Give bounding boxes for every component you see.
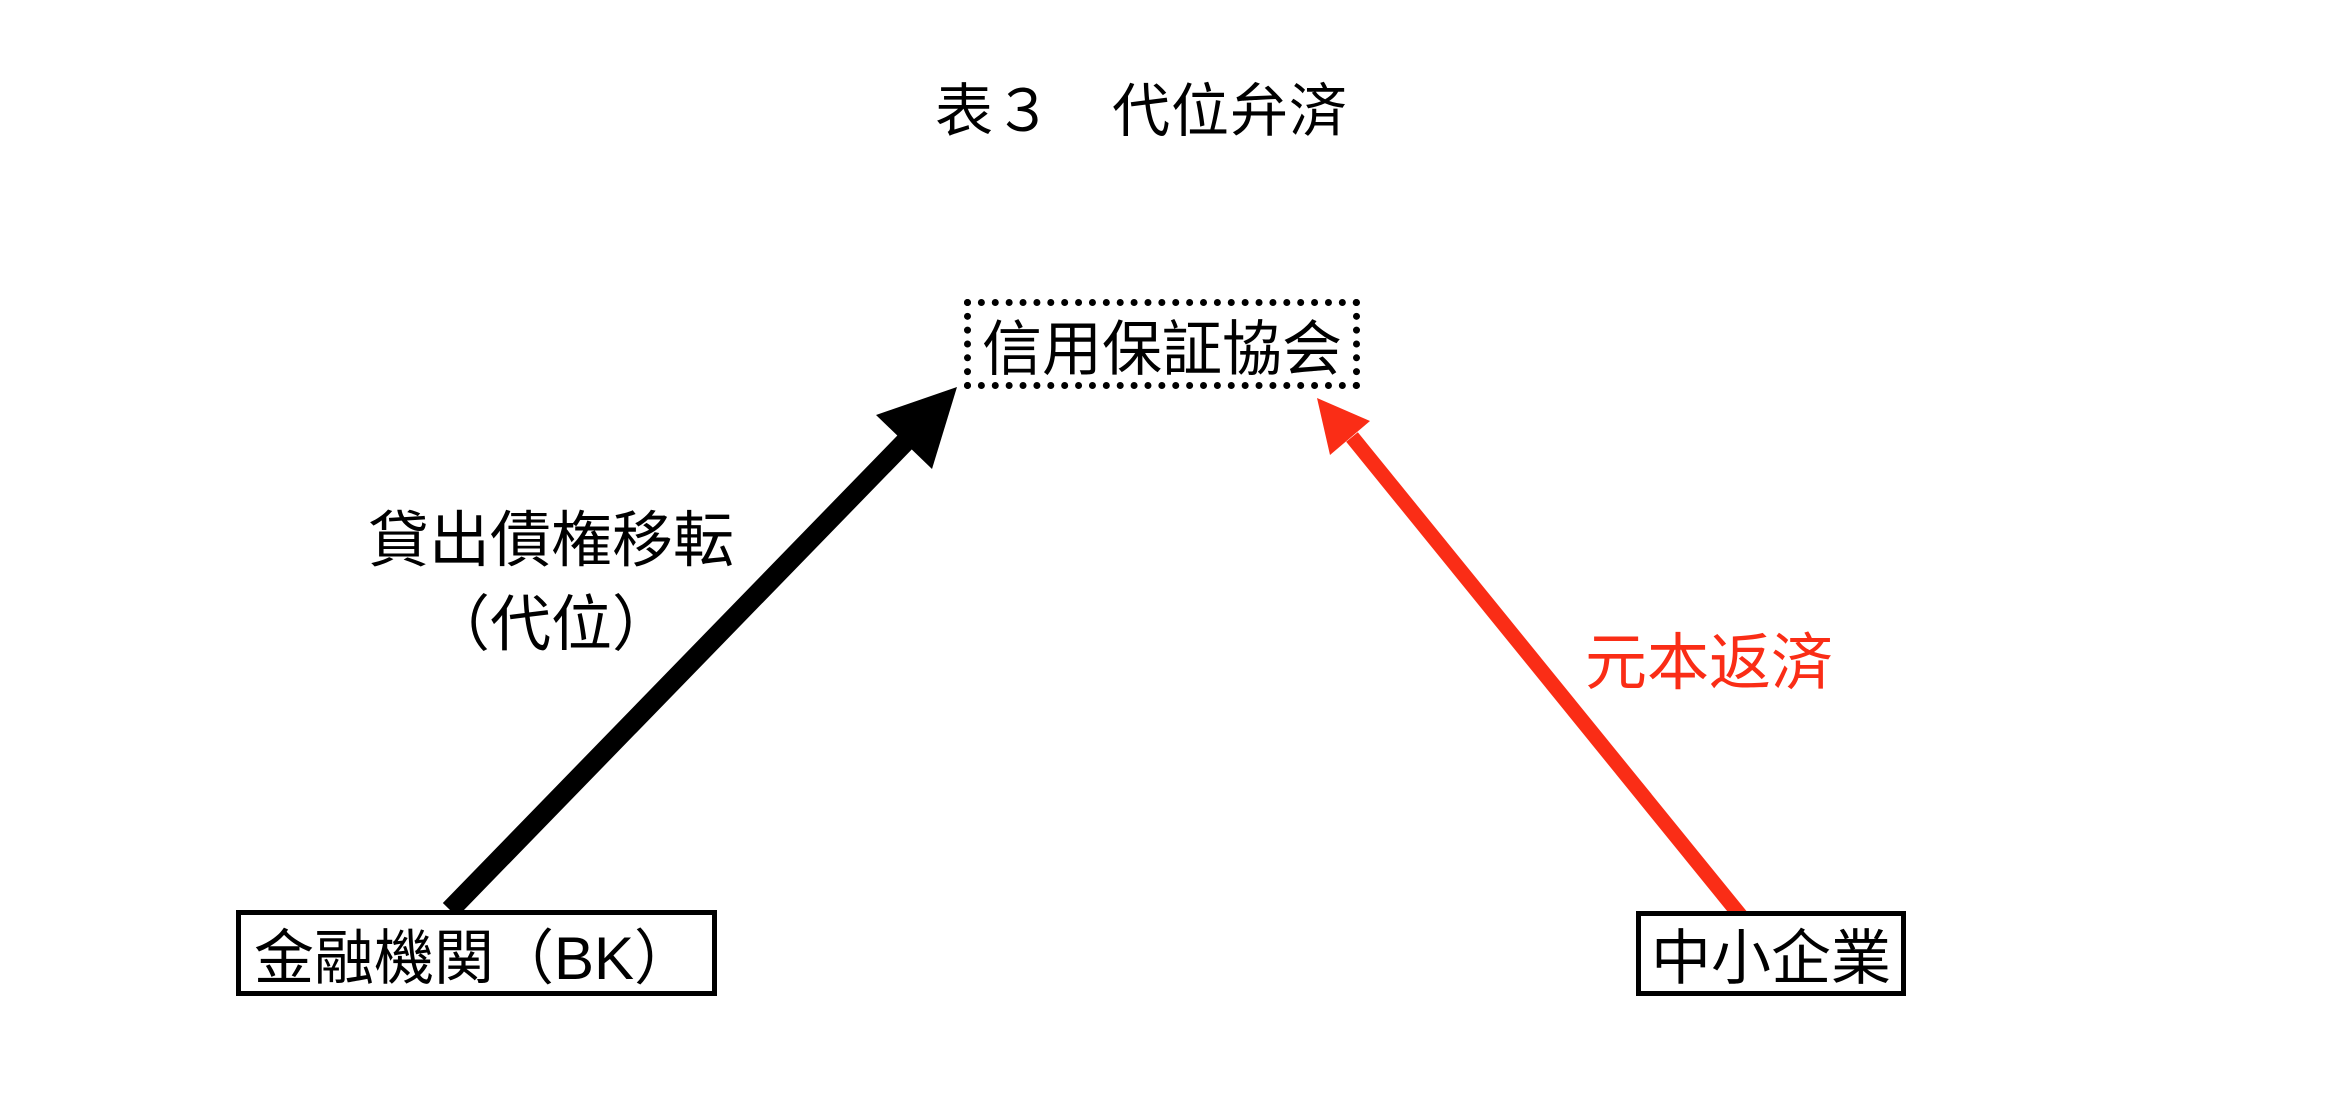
node-financial-institution: 金融機関（BK） [236, 910, 717, 996]
principal-repayment-arrow [1317, 398, 1759, 936]
loan-claim-transfer-label: 貸出債権移転 （代位） [350, 498, 752, 666]
loan-claim-transfer-label-line1: 貸出債権移転 [367, 506, 734, 574]
subrogation-arrow [442, 387, 957, 917]
node-sme: 中小企業 [1636, 911, 1906, 996]
node-credit-guarantee-association: 信用保証協会 [964, 299, 1360, 389]
node-financial-institution-label: 金融機関（BK） [254, 924, 695, 992]
subrogation-arrow-shaft [442, 434, 914, 917]
loan-claim-transfer-label-line2: （代位） [428, 590, 673, 659]
node-sme-label: 中小企業 [1651, 925, 1891, 992]
subrogation-arrowhead-icon [876, 387, 957, 469]
diagram-title: 表３ 代位弁済 [935, 79, 1349, 144]
principal-repayment-arrow-shaft [1346, 432, 1759, 936]
principal-repayment-arrowhead-icon [1317, 398, 1370, 455]
node-credit-guarantee-association-label: 信用保証協会 [982, 315, 1342, 383]
principal-repayment-label: 元本返済 [1585, 629, 1834, 698]
